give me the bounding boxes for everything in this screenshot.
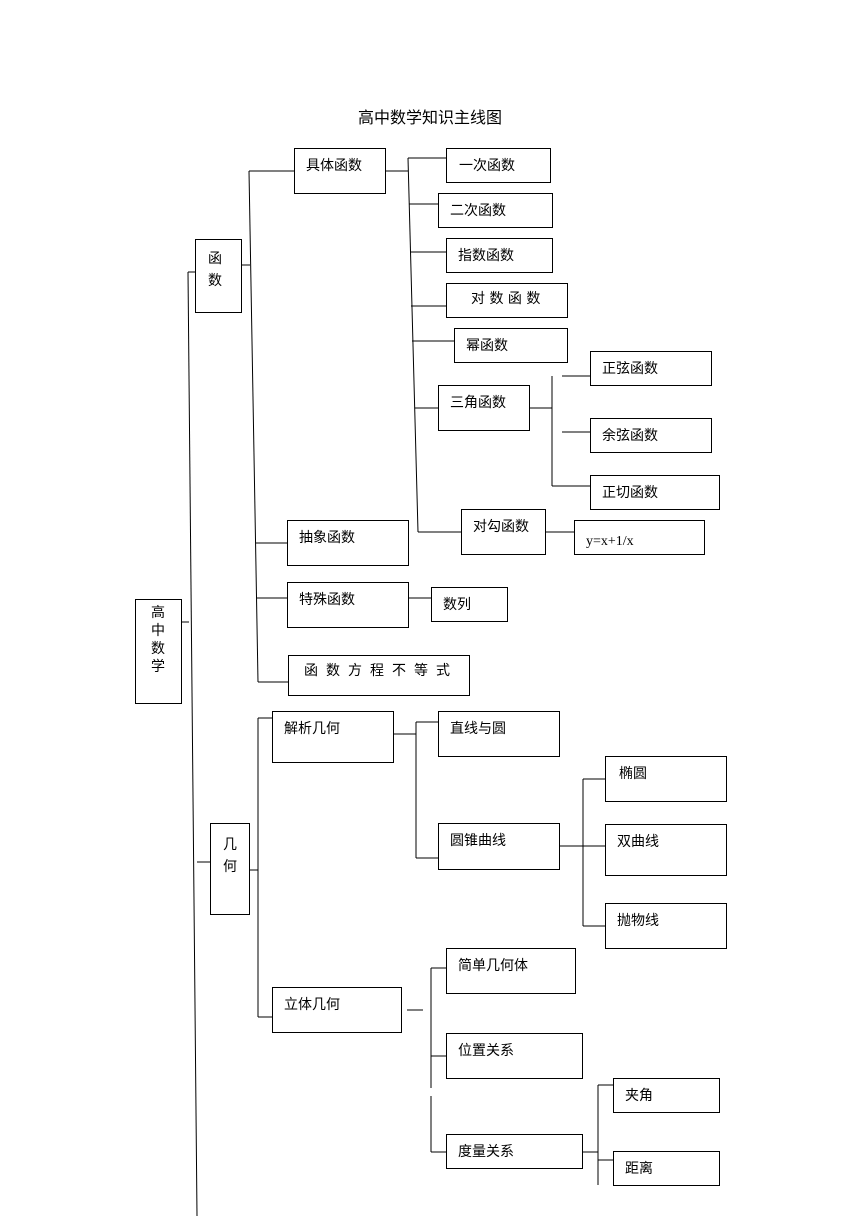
node-angle: 夹角 — [613, 1078, 720, 1113]
node-label: 余弦函数 — [602, 428, 658, 444]
node-label: 函数方程不等式 — [304, 663, 458, 679]
node-label: 抛物线 — [617, 913, 659, 929]
node-label: 三角函数 — [450, 395, 506, 411]
node-label: 具体函数 — [306, 158, 362, 174]
node-label: 椭圆 — [619, 766, 647, 782]
node-parabola: 抛物线 — [605, 903, 727, 949]
node-label: 距离 — [625, 1161, 653, 1177]
node-tangent-function: 正切函数 — [590, 475, 720, 510]
node-sine-function: 正弦函数 — [590, 351, 712, 386]
node-label: 度量关系 — [458, 1144, 514, 1160]
node-position-relation: 位置关系 — [446, 1033, 583, 1079]
node-label: 圆锥曲线 — [450, 833, 506, 849]
node-label: 双曲线 — [617, 834, 659, 850]
node-label: 数列 — [443, 597, 471, 613]
node-ellipse: 椭圆 — [605, 756, 727, 802]
node-sequence: 数列 — [431, 587, 508, 622]
node-hook-function: 对勾函数 — [461, 509, 546, 555]
node-label: 高中数学 — [151, 605, 165, 675]
node-hook-formula: y=x+1/x — [574, 520, 705, 555]
node-label: y=x+1/x — [586, 534, 634, 549]
node-cosine-function: 余弦函数 — [590, 418, 712, 453]
node-label: 正弦函数 — [602, 361, 658, 377]
node-exponential-function: 指数函数 — [446, 238, 553, 273]
node-label: 二次函数 — [450, 203, 506, 219]
node-label: 几何 — [223, 837, 237, 875]
node-label: 正切函数 — [602, 485, 658, 501]
node-function: 函数 — [195, 239, 242, 313]
node-label: 对勾函数 — [473, 519, 529, 535]
node-measure-relation: 度量关系 — [446, 1134, 583, 1169]
node-trig-function: 三角函数 — [438, 385, 530, 431]
node-label: 特殊函数 — [299, 592, 355, 608]
node-logarithmic-function: 对 数 函 数 — [446, 283, 568, 318]
node-hyperbola: 双曲线 — [605, 824, 727, 876]
node-label: 直线与圆 — [450, 721, 506, 737]
node-simple-solid: 简单几何体 — [446, 948, 576, 994]
node-concrete-function: 具体函数 — [294, 148, 386, 194]
node-label: 位置关系 — [458, 1043, 514, 1059]
node-analytic-geometry: 解析几何 — [272, 711, 394, 763]
node-label: 夹角 — [625, 1088, 653, 1104]
page-title: 高中数学知识主线图 — [357, 108, 502, 127]
node-distance: 距离 — [613, 1151, 720, 1186]
node-label: 简单几何体 — [458, 958, 528, 974]
node-label: 抽象函数 — [299, 530, 355, 546]
node-conic-section: 圆锥曲线 — [438, 823, 560, 870]
node-label: 立体几何 — [284, 997, 340, 1013]
node-abstract-function: 抽象函数 — [287, 520, 409, 566]
node-label: 函数 — [208, 251, 222, 289]
node-quadratic-function: 二次函数 — [438, 193, 553, 228]
node-label: 一次函数 — [459, 158, 515, 174]
node-power-function: 幂函数 — [454, 328, 568, 363]
node-special-function: 特殊函数 — [287, 582, 409, 628]
node-label: 对 数 函 数 — [471, 291, 541, 307]
node-line-and-circle: 直线与圆 — [438, 711, 560, 757]
node-label: 解析几何 — [284, 721, 340, 737]
node-geometry: 几何 — [210, 823, 250, 915]
node-label: 幂函数 — [466, 338, 508, 354]
node-linear-function: 一次函数 — [446, 148, 551, 183]
node-function-equation-inequality: 函数方程不等式 — [288, 655, 470, 696]
node-solid-geometry: 立体几何 — [272, 987, 402, 1033]
node-label: 指数函数 — [458, 248, 514, 264]
node-high-school-math: 高中数学 — [135, 599, 182, 704]
